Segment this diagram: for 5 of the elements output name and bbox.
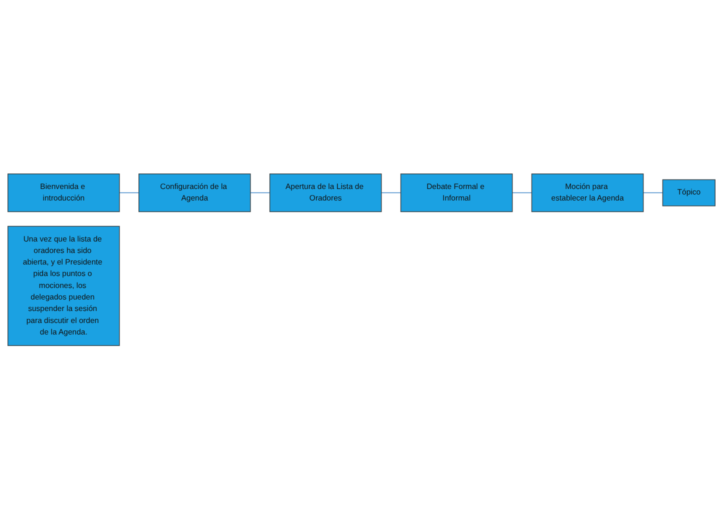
connector	[642, 192, 664, 194]
connector	[250, 192, 270, 194]
connector	[512, 192, 532, 194]
connector	[119, 192, 140, 194]
connector	[381, 192, 402, 194]
